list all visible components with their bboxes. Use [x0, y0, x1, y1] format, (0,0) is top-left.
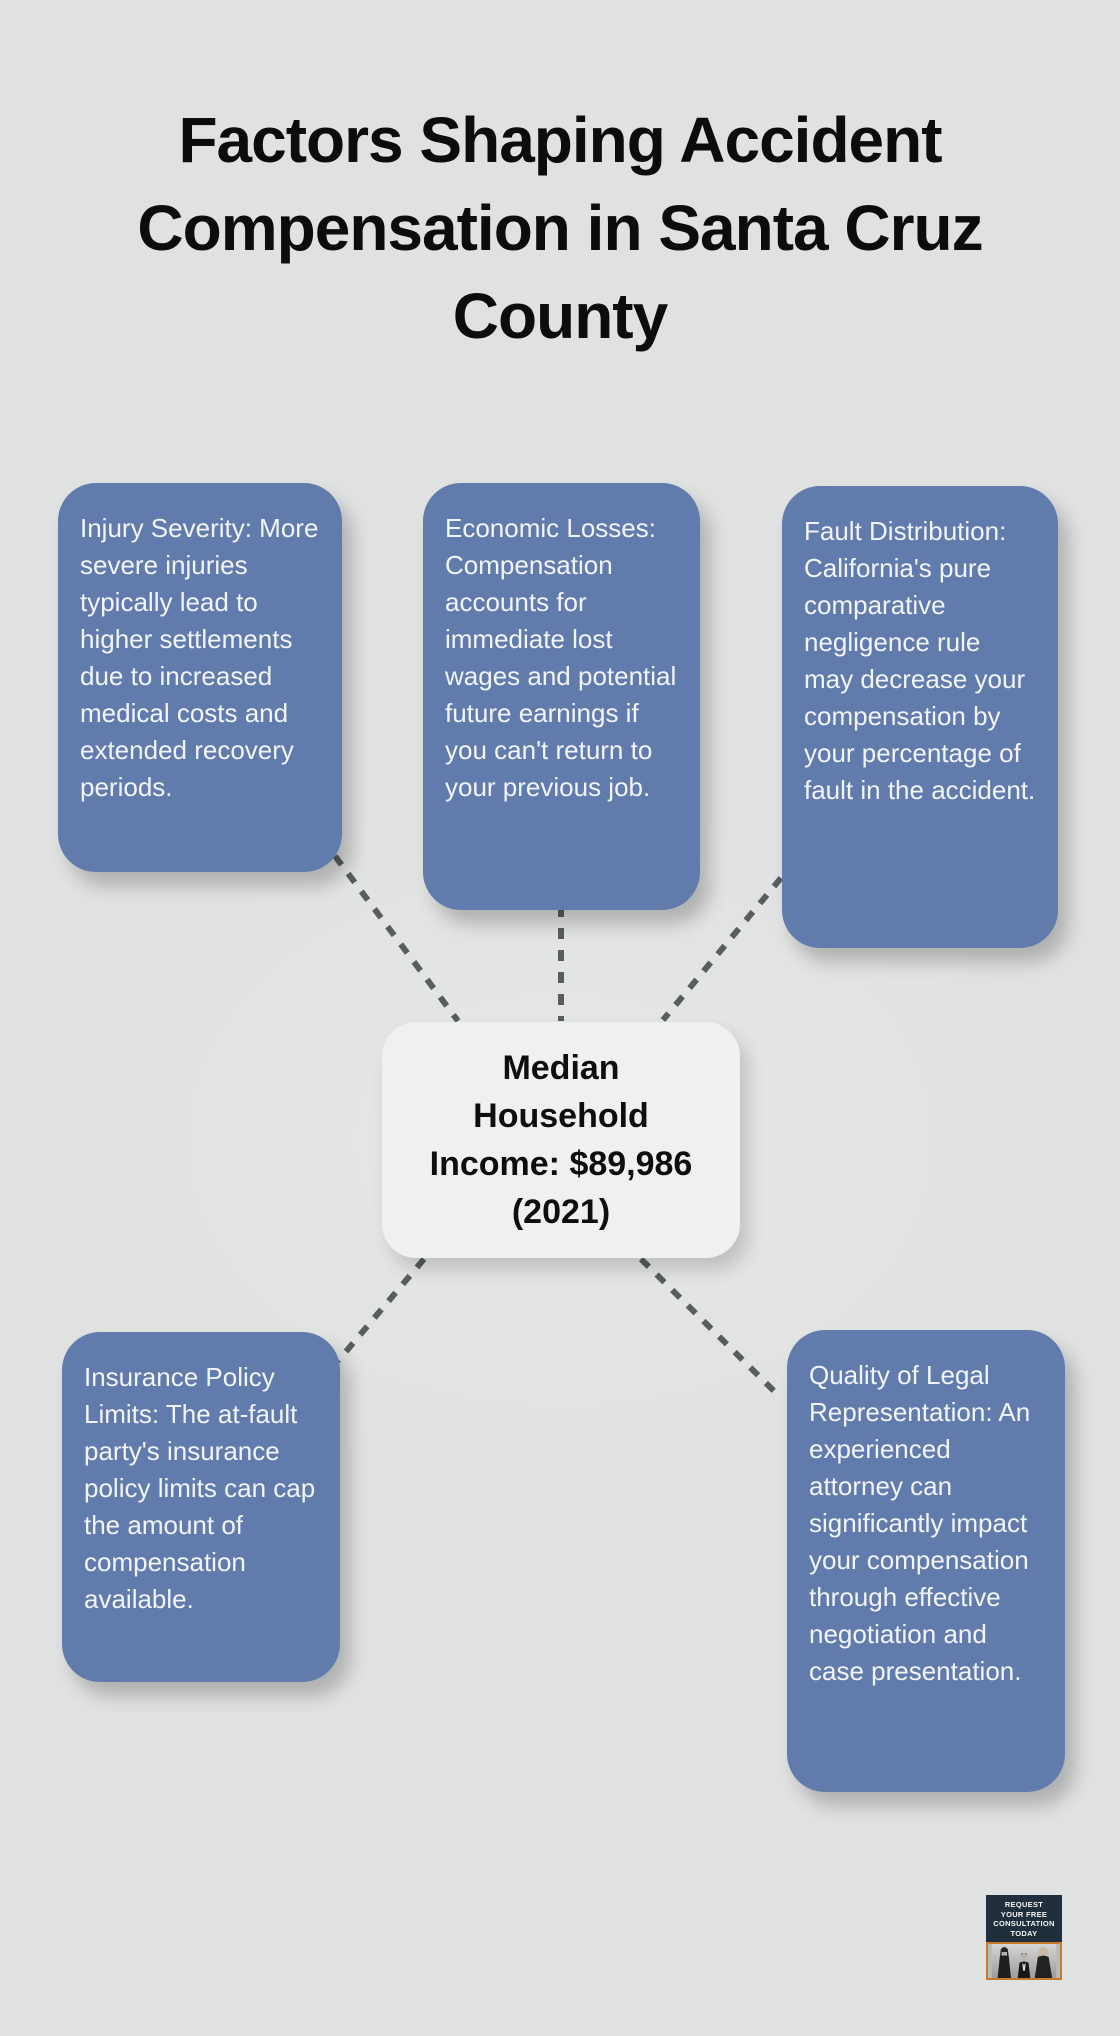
- factor-box-quality-of-legal-representation: Quality of Legal Representation: An expe…: [787, 1330, 1065, 1792]
- person-left-hair: [999, 1947, 1009, 1959]
- center-node-line-3: Income: $89,986: [429, 1145, 693, 1183]
- factor-text-economic-losses: Economic Losses: Compensation accounts f…: [445, 513, 677, 802]
- connector-insurance-policy-limits: [335, 1257, 427, 1363]
- factor-text-insurance-policy-limits: Insurance Policy Limits: The at-fault pa…: [84, 1362, 316, 1614]
- page-title-line-1: Factors Shaping Accident: [178, 104, 942, 176]
- person-middle-hair: [1020, 1953, 1028, 1956]
- page-title-line-3: County: [452, 280, 668, 352]
- connector-quality-of-legal-representation: [638, 1256, 784, 1401]
- center-node-line-4: (2021): [511, 1193, 611, 1231]
- attorneys-photo: [986, 1942, 1062, 1980]
- consultation-cta-badge[interactable]: REQUEST YOUR FREE CONSULTATION TODAY: [986, 1895, 1062, 1980]
- consultation-cta-text: REQUEST YOUR FREE CONSULTATION TODAY: [986, 1895, 1062, 1942]
- consultation-cta-line-3: CONSULTATION: [993, 1919, 1055, 1928]
- factor-text-quality-of-legal-representation: Quality of Legal Representation: An expe…: [809, 1360, 1031, 1686]
- factor-box-economic-losses: Economic Losses: Compensation accounts f…: [423, 483, 700, 910]
- page-title-line-2: Compensation in Santa Cruz: [137, 192, 983, 264]
- consultation-cta-line-2: YOUR FREE: [1000, 1909, 1048, 1919]
- connector-fault-distribution: [660, 876, 784, 1022]
- center-node-line-2: Household: [473, 1097, 649, 1135]
- factor-box-insurance-policy-limits: Insurance Policy Limits: The at-fault pa…: [62, 1332, 340, 1682]
- center-node-line-1: Median: [502, 1049, 620, 1087]
- consultation-cta-line-1: REQUEST: [1004, 1900, 1044, 1909]
- center-node-median-household-income: Median Household Income: $89,986 (2021): [382, 1022, 740, 1258]
- factor-text-injury-severity: Injury Severity: More severe injuries ty…: [80, 513, 319, 802]
- factor-box-fault-distribution: Fault Distribution: California's pure co…: [782, 486, 1058, 948]
- page-title: Factors Shaping Accident Compensation in…: [0, 96, 1120, 360]
- factor-text-fault-distribution: Fault Distribution: California's pure co…: [804, 516, 1036, 805]
- person-middle-head: [1020, 1952, 1028, 1960]
- consultation-cta-line-4: TODAY: [1010, 1928, 1038, 1938]
- person-right-body: [1034, 1955, 1053, 1978]
- person-left-body: [997, 1955, 1012, 1978]
- person-middle-shirt: [1022, 1962, 1026, 1971]
- factor-box-injury-severity: Injury Severity: More severe injuries ty…: [58, 483, 342, 872]
